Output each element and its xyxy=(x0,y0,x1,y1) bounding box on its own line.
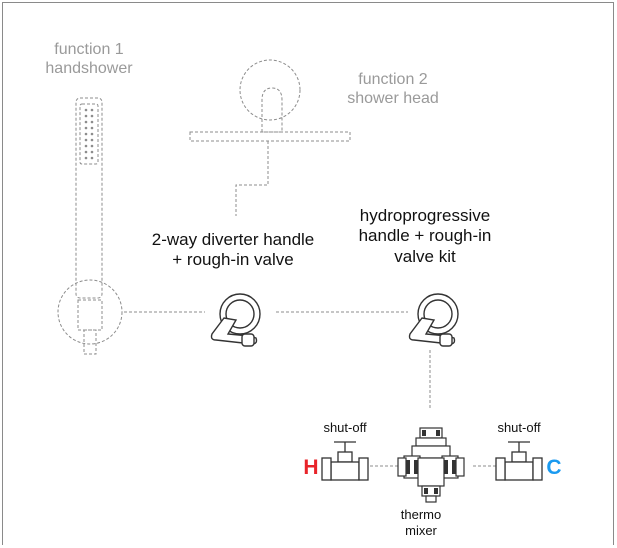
label-function2: function 2 shower head xyxy=(347,71,439,108)
label-shutoff-right: shut-off xyxy=(497,420,541,435)
label-thermo-mixer: thermo mixer xyxy=(400,507,442,538)
label-hydroprogressive: hydroprogressive handle + rough-in valve… xyxy=(358,206,492,266)
lever-handle-icon xyxy=(210,293,261,347)
shutoff-valve-icon xyxy=(321,441,369,481)
shower-head-icon xyxy=(189,59,351,142)
label-hot: H xyxy=(303,456,319,479)
lever-handle-icon-2 xyxy=(408,293,459,347)
handshower-icon xyxy=(57,97,123,355)
thermo-mixer-details xyxy=(406,430,456,494)
shutoff-valve-icon-2 xyxy=(495,441,543,481)
label-shutoff-left: shut-off xyxy=(323,420,367,435)
label-cold: C xyxy=(546,456,562,479)
handshower-nozzles xyxy=(84,108,94,160)
dashed-connectors xyxy=(124,141,500,467)
label-function1: function 1 handshower xyxy=(45,41,133,78)
label-diverter: 2-way diverter handle + rough-in valve xyxy=(151,230,315,270)
